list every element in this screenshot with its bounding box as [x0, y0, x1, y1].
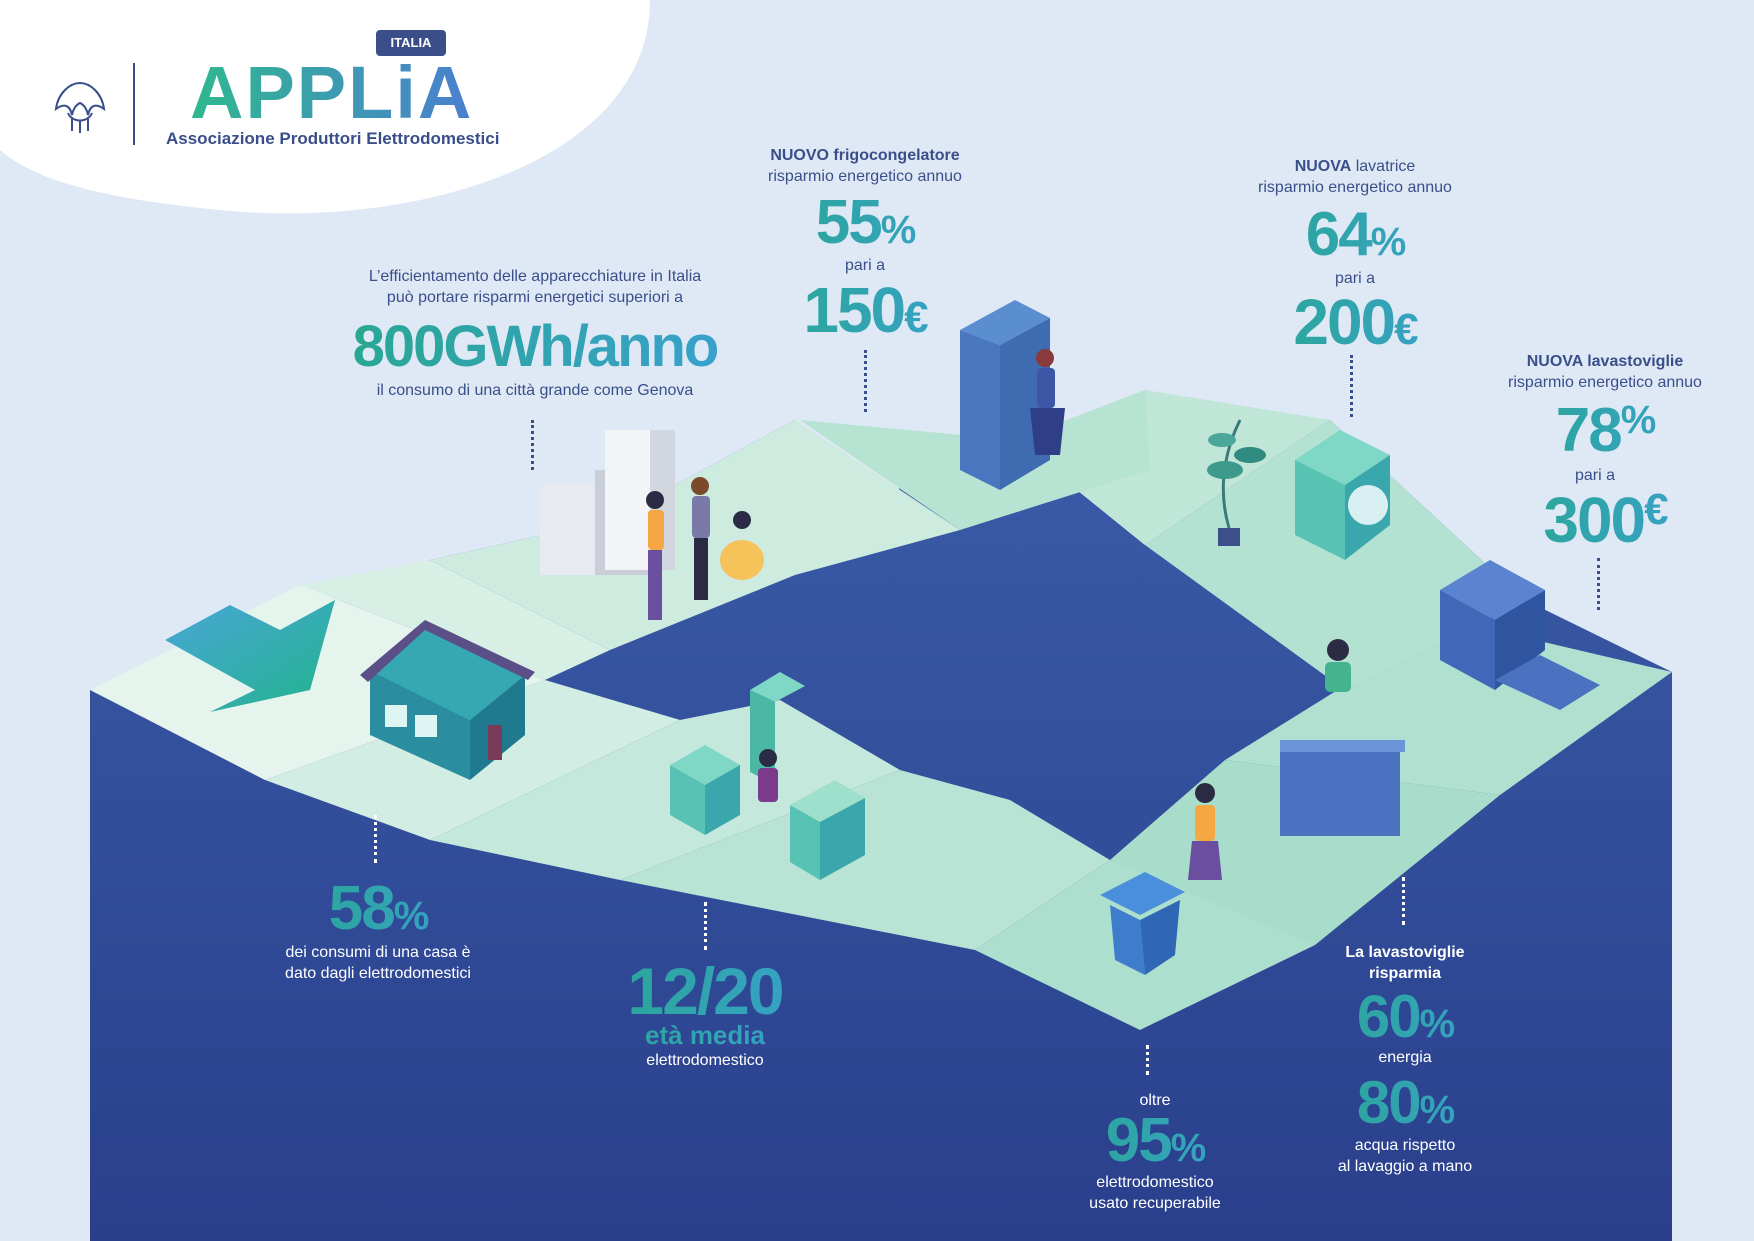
- age-value: 12/20: [560, 958, 850, 1024]
- dishwasher-title: NUOVA lavastoviglie risparmio energetico…: [1508, 353, 1702, 391]
- home-percent: 58%: [248, 878, 508, 940]
- header-blob: [0, 0, 650, 214]
- recycle-percent: 95%: [1020, 1110, 1290, 1172]
- washer-percent: 64%: [1220, 204, 1490, 266]
- washer-dots: [1350, 355, 1353, 417]
- step-12: [300, 560, 610, 680]
- dishwasher-illustration: [1440, 560, 1600, 710]
- washer-illustration: [1295, 430, 1390, 560]
- plant-illustration: [1207, 419, 1266, 546]
- age-caption: elettrodomestico: [646, 1052, 764, 1069]
- entry-arrow: [165, 600, 335, 712]
- house-illustration: [360, 620, 535, 780]
- dish-saving-dots: [1402, 877, 1405, 925]
- recycle-bin-illustration: [1100, 872, 1185, 975]
- fridge-amount: 150€: [730, 278, 1000, 342]
- washer-amount: 200€: [1220, 290, 1490, 354]
- logo-divider: [133, 63, 135, 145]
- step-3: [430, 700, 900, 880]
- sink-counter-illustration: [1280, 740, 1405, 836]
- italia-badge: ITALIA: [376, 30, 446, 56]
- logo-tagline: Associazione Produttori Elettrodomestici: [166, 129, 500, 148]
- city-intro: L’efficientamento delle apparecchiature …: [368, 268, 702, 306]
- city-dots: [531, 420, 534, 470]
- dish-water-caption: acqua rispetto al lavaggio a mano: [1337, 1137, 1473, 1175]
- dishwasher-connector: pari a: [1574, 467, 1616, 484]
- age-label: età media: [560, 1022, 850, 1048]
- recycle-caption: elettrodomestico usato recuperabile: [1089, 1174, 1221, 1212]
- dish-saving-title: La lavastoviglie risparmia: [1345, 944, 1465, 982]
- recycle-dots: [1146, 1045, 1149, 1075]
- confindustria-eagle-icon: [54, 81, 106, 133]
- age-dots: [704, 902, 707, 950]
- dishwasher-dots: [1597, 558, 1600, 610]
- fridge-dots: [864, 350, 867, 412]
- fridge-percent: 55%: [730, 192, 1000, 254]
- home-caption: dei consumi di una casa è dato dagli ele…: [285, 944, 471, 982]
- recycle-prefix: oltre: [1139, 1092, 1171, 1109]
- city-gwh-value: 800GWh/anno: [300, 318, 770, 376]
- washer-title: NUOVA lavatrice risparmio energetico ann…: [1258, 158, 1452, 196]
- washer-connector: pari a: [1334, 270, 1376, 287]
- people-illustrations: [646, 349, 1351, 880]
- fridge-connector: pari a: [844, 257, 886, 274]
- city-caption: il consumo di una città grande come Geno…: [376, 382, 694, 399]
- fridge-title: NUOVO frigocongelatore risparmio energet…: [768, 147, 962, 185]
- dish-energy-percent: 60%: [1270, 987, 1540, 1047]
- dish-energy-label: energia: [1378, 1049, 1432, 1066]
- applia-wordmark: APPLiA: [190, 51, 474, 134]
- dishwasher-amount: 300€: [1470, 488, 1740, 552]
- step-4: [620, 770, 1110, 950]
- home-dots: [374, 815, 377, 863]
- dish-water-percent: 80%: [1270, 1073, 1540, 1133]
- dishwasher-percent: 78%: [1470, 400, 1740, 462]
- buildings-illustration: [540, 430, 675, 575]
